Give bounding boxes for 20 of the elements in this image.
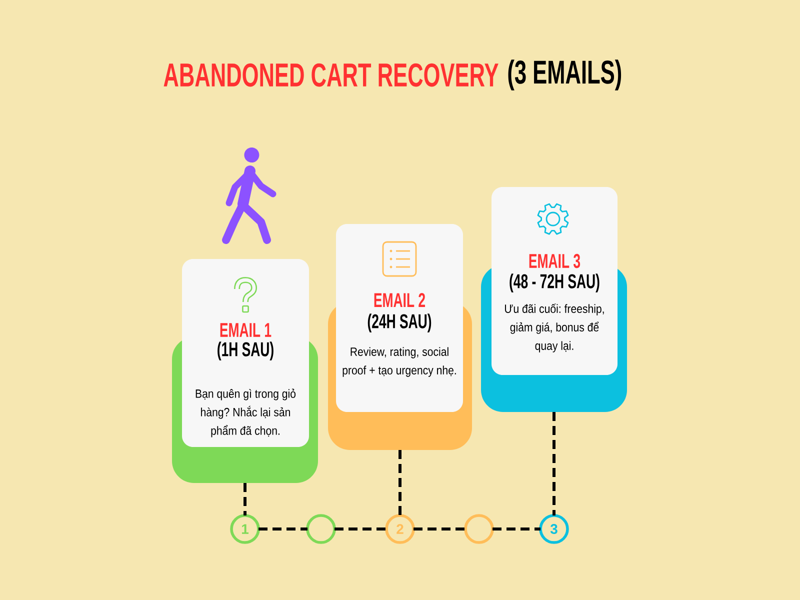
time-label: (24H SAU) <box>368 314 432 332</box>
step-circle <box>464 514 494 544</box>
card-heading: EMAIL 1 <box>220 323 272 337</box>
description: Ưu đãi cuối: freeship, giảm giá, bonus để quay lại. <box>505 304 604 352</box>
card-heading: EMAIL 2 <box>374 293 426 307</box>
title-count: (3 EMAILS) <box>508 60 622 90</box>
dashed-line <box>244 483 246 516</box>
dashed-line <box>398 450 402 516</box>
dashed-line <box>258 528 308 530</box>
step-circle <box>306 514 336 544</box>
dashed-line <box>414 528 466 530</box>
time-label: (1H SAU) <box>218 342 274 360</box>
dashed-line <box>492 528 540 530</box>
card-heading: EMAIL 3 <box>529 254 580 268</box>
time-label: (48 - 72H SAU) <box>510 274 600 292</box>
description: Bạn quên gì trong giỏ hàng? Nhắc lại sản phẩm đã chọn. <box>196 388 296 438</box>
description: Review, rating, social proof + tạo urgency nhẹ. <box>342 347 456 377</box>
dashed-line <box>334 528 386 530</box>
dashed-line <box>552 412 556 516</box>
title: ABANDONED CART RECOVERY <box>164 63 498 87</box>
